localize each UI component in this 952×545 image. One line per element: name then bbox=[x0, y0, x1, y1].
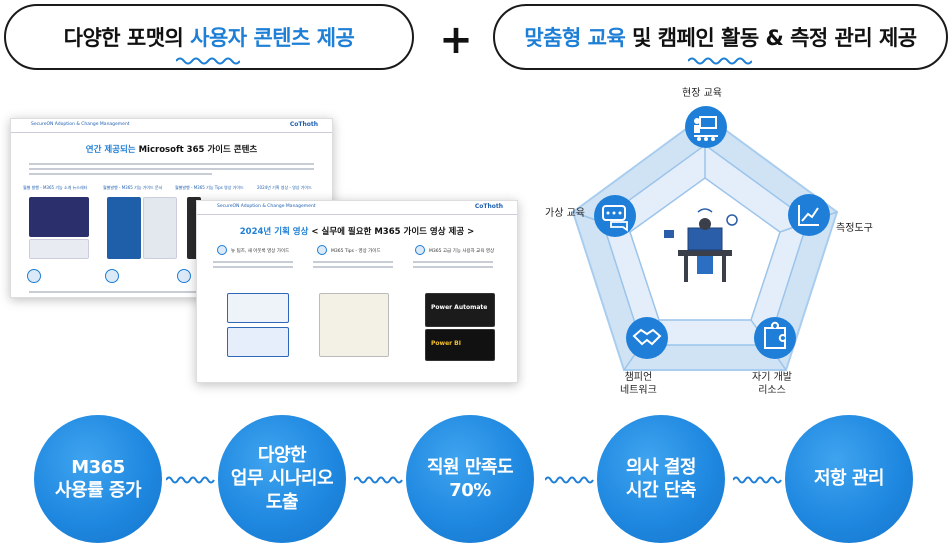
slide-footnote bbox=[29, 291, 229, 293]
label-line: 챔피언 bbox=[624, 372, 653, 383]
slide-header-bar: SecureON Adoption & Change Management Co… bbox=[11, 119, 332, 133]
slide-text-line bbox=[313, 261, 393, 263]
label-line: 자기 개발 bbox=[752, 372, 792, 383]
slide-bullet: 월별발행 - M365 기능 Tips 영상 가이드 bbox=[175, 185, 244, 190]
thumbnail: Power Automate bbox=[425, 293, 495, 327]
pentagon-label-champion: 챔피언 네트워크 bbox=[620, 372, 657, 397]
slide-text-line bbox=[413, 261, 493, 263]
outcome-resistance-management: 저항 관리 bbox=[785, 415, 913, 543]
slide-title-plain: < 실무에 필요한 M365 가이드 영상 제공 > bbox=[308, 227, 475, 237]
pentagon-label-resources: 자기 개발 리소스 bbox=[752, 372, 792, 397]
outcome-work-scenarios: 다양한 업무 시나리오 도출 bbox=[218, 415, 346, 543]
thumbnail bbox=[227, 293, 289, 323]
slide-title-highlight: 2024년 기획 영상 bbox=[239, 227, 309, 237]
slide-logo: CoThoth bbox=[474, 203, 503, 210]
slide-title: 2024년 기획 영상 < 실무에 필요한 M365 가이드 영상 제공 > bbox=[197, 225, 517, 237]
header-right-plain: 및 캠페인 활동 & 측정 관리 제공 bbox=[625, 26, 917, 50]
outcome-line: M365 bbox=[71, 456, 125, 478]
slide-text-line bbox=[29, 163, 314, 165]
slide-bullet: 월별발행 - M365 기능 가이드 문서 bbox=[103, 185, 163, 190]
slide-guide-contents: SecureON Adoption & Change Management Co… bbox=[10, 118, 333, 298]
header-pill-right: 맞춤형 교육 및 캠페인 활동 & 측정 관리 제공 bbox=[493, 4, 948, 70]
outcome-line: 도출 bbox=[265, 491, 299, 513]
wave-connector bbox=[354, 476, 403, 484]
outcome-line: 직원 만족도 bbox=[426, 456, 514, 478]
person-at-desk-icon bbox=[664, 208, 738, 282]
outcome-line: 다양한 bbox=[257, 444, 307, 466]
outcome-employee-satisfaction: 직원 만족도 70% bbox=[406, 415, 534, 543]
outcome-line: 업무 시나리오 bbox=[230, 468, 334, 490]
slide-text-line bbox=[213, 261, 293, 263]
champion-network-icon bbox=[626, 317, 668, 359]
thumbnail bbox=[107, 197, 141, 259]
outcome-line: 70% bbox=[449, 480, 491, 501]
plus-sign: + bbox=[439, 17, 473, 63]
header-right-highlight: 맞춤형 교육 bbox=[524, 26, 626, 50]
header-left-plain: 다양한 포맷의 bbox=[63, 26, 191, 50]
slide-column-title: 뉴 팀즈, 새 아웃룩 영상 가이드 bbox=[231, 249, 290, 254]
self-development-resources-icon bbox=[754, 317, 796, 359]
slide-bullet: 월별 발행 - M365 기능 소개 뉴스레터 bbox=[23, 185, 88, 190]
slide-step-icon bbox=[177, 269, 191, 283]
slide-text-line bbox=[29, 168, 314, 170]
virtual-training-icon bbox=[594, 195, 636, 237]
slide-title-plain: Microsoft 365 가이드 콘텐츠 bbox=[135, 145, 258, 155]
slide-step-icon bbox=[27, 269, 41, 283]
slide-bullet: 2024년 기획 영상 - 영상 가이드 bbox=[257, 185, 312, 190]
measurement-tool-icon bbox=[788, 194, 830, 236]
wave-connector bbox=[545, 476, 594, 484]
learning-pentagon-diagram bbox=[571, 113, 839, 371]
wave-connector bbox=[166, 476, 215, 484]
slide-logo: CoThoth bbox=[289, 121, 318, 128]
slide-title: 연간 제공되는 Microsoft 365 가이드 콘텐츠 bbox=[11, 143, 332, 155]
wave-connector bbox=[733, 476, 782, 484]
slide-header-bar: SecureON Adoption & Change Management Co… bbox=[197, 201, 517, 215]
thumbnail: Power BI bbox=[425, 329, 495, 361]
wave-decoration-right bbox=[688, 57, 752, 65]
slide-step-icon bbox=[317, 245, 327, 255]
slide-video-planning: SecureON Adoption & Change Management Co… bbox=[196, 200, 518, 383]
thumbnail bbox=[319, 293, 389, 357]
pentagon-label-measure: 측정도구 bbox=[836, 223, 873, 234]
thumbnail bbox=[29, 197, 89, 237]
slide-title-highlight: 연간 제공되는 bbox=[85, 145, 136, 155]
thumbnail bbox=[29, 239, 89, 259]
slide-column-title: M365 Tips - 영상 가이드 bbox=[331, 249, 381, 254]
slide-text-line bbox=[29, 173, 212, 175]
slide-text-line bbox=[413, 266, 493, 268]
label-line: 리소스 bbox=[758, 384, 786, 396]
pentagon-label-virtual: 가상 교육 bbox=[545, 208, 585, 219]
slide-step-icon bbox=[217, 245, 227, 255]
slide-step-icon bbox=[105, 269, 119, 283]
outcome-line: 사용률 증가 bbox=[54, 480, 142, 501]
outcome-line: 의사 결정 bbox=[625, 456, 697, 478]
slide-tag: SecureON Adoption & Change Management bbox=[217, 204, 316, 209]
outcome-line: 시간 단축 bbox=[625, 480, 697, 501]
header-left-highlight: 사용자 콘텐츠 제공 bbox=[190, 26, 355, 50]
slide-step-icon bbox=[415, 245, 425, 255]
thumbnail-caption: Power BI bbox=[431, 340, 461, 347]
thumbnail bbox=[143, 197, 177, 259]
label-line: 네트워크 bbox=[620, 384, 657, 396]
onsite-training-icon bbox=[685, 106, 727, 148]
outcome-m365-usage: M365 사용률 증가 bbox=[34, 415, 162, 543]
wave-decoration-left bbox=[176, 57, 240, 65]
thumbnail-caption: Power Automate bbox=[431, 304, 488, 311]
outcome-decision-time: 의사 결정 시간 단축 bbox=[597, 415, 725, 543]
slide-column-title: M365 고급 기능 사용자 교육 영상 bbox=[429, 249, 495, 254]
thumbnail bbox=[227, 327, 289, 357]
pentagon-label-onsite: 현장 교육 bbox=[682, 88, 722, 99]
slide-text-line bbox=[213, 266, 293, 268]
slide-text-line bbox=[313, 266, 393, 268]
outcome-line: 저항 관리 bbox=[813, 468, 885, 490]
slide-tag: SecureON Adoption & Change Management bbox=[31, 122, 130, 127]
